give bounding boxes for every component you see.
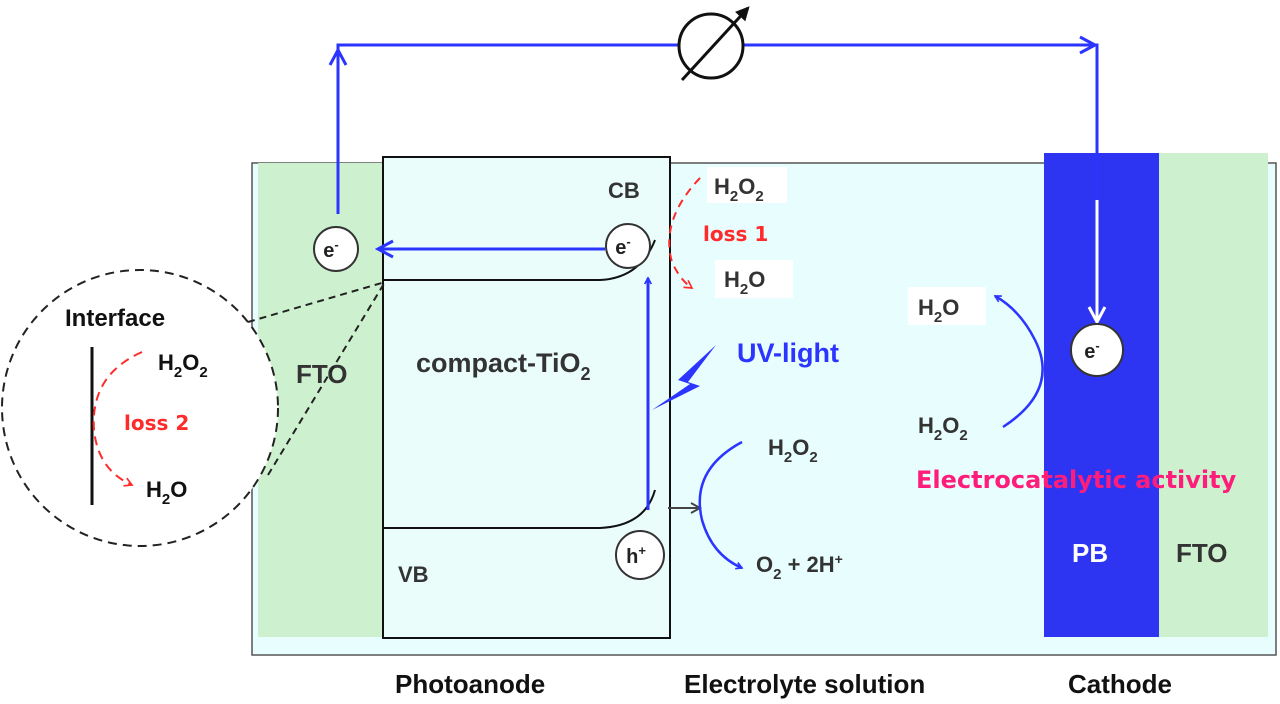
cathode-electron: e-	[1070, 323, 1124, 377]
oxidation-product: O2 + 2H+	[756, 551, 843, 583]
cathode-product: H2O	[918, 295, 959, 326]
cb-electron-label: e-	[615, 234, 630, 259]
zoom-connector-bottom	[267, 281, 386, 476]
vb-hole-label: h+	[626, 543, 646, 568]
loss1-reactant-bg	[707, 167, 787, 203]
lightning-bolt-icon	[652, 345, 716, 410]
conduction-band-line	[383, 239, 656, 281]
oxidation-arrow	[698, 440, 742, 568]
loss1-reactant: H2O2	[714, 174, 764, 205]
ammeter-icon	[677, 6, 750, 82]
cathode-electron-label: e-	[1084, 338, 1099, 363]
vb-hole: h+	[615, 530, 665, 580]
cb-label: CB	[608, 178, 640, 203]
loss1-arrow	[668, 177, 701, 288]
cb-electron: e-	[605, 223, 651, 269]
uv-light-label: UV-light	[737, 338, 839, 368]
loss1-product: H2O	[724, 267, 765, 298]
tio2-label: compact-TiO2	[416, 348, 591, 384]
cathode-caption: Cathode	[1068, 669, 1172, 699]
electrocatalytic-activity-label: Electrocatalytic activity	[916, 466, 1237, 494]
loss1-product-bg	[715, 260, 793, 298]
loss2-label: loss 2	[124, 411, 189, 435]
fto-electron: e-	[313, 226, 359, 272]
loss1-label: loss 1	[703, 222, 768, 246]
reduction-arrow	[995, 294, 1044, 429]
oxidation-reactant: H2O2	[768, 435, 818, 466]
valence-band-line	[383, 489, 656, 529]
cathode-fto-label: FTO	[1176, 538, 1228, 568]
vb-label: VB	[398, 562, 429, 587]
fto-electron-label: e-	[323, 237, 338, 262]
pb-layer	[1044, 153, 1159, 637]
pb-label: PB	[1072, 538, 1108, 568]
interface-title: Interface	[65, 305, 165, 332]
cathode-product-bg	[908, 287, 986, 325]
interface-product: H2O	[146, 477, 187, 508]
interface-zoom-circle	[1, 269, 279, 547]
photoanode-caption: Photoanode	[395, 669, 545, 699]
photoanode-fto-label: FTO	[296, 359, 348, 389]
cathode-reactant: H2O2	[918, 413, 968, 444]
electrolyte-caption: Electrolyte solution	[684, 669, 925, 699]
interface-reactant: H2O2	[158, 350, 208, 381]
loss2-arrow	[92, 351, 143, 485]
cathode-fto-layer	[1158, 153, 1268, 637]
